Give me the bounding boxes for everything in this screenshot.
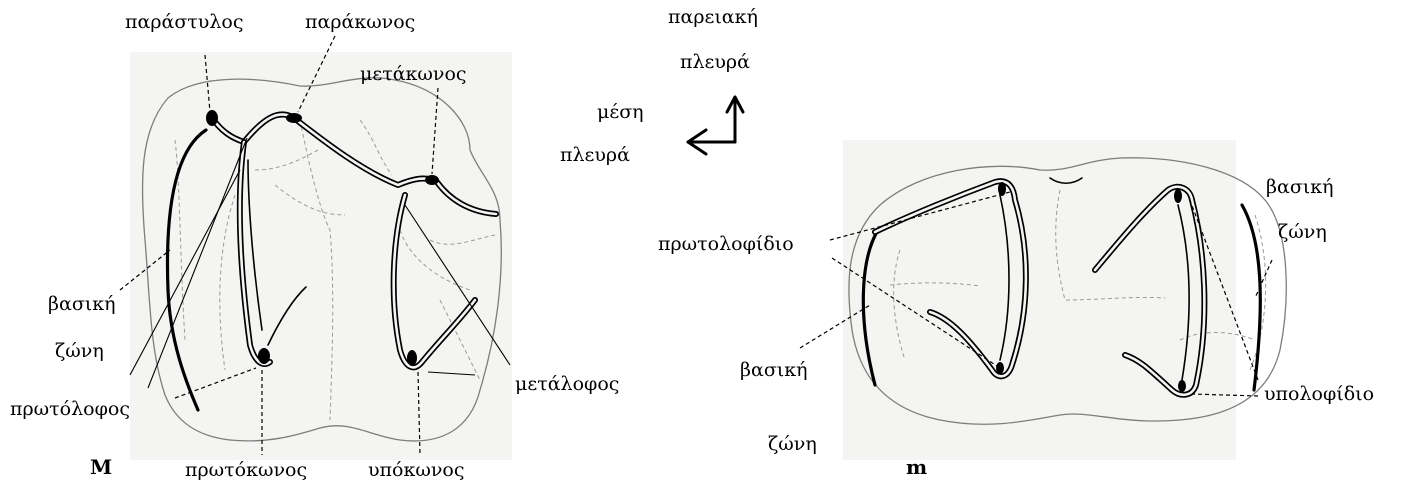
lower-cusp-1 bbox=[998, 182, 1006, 196]
upper-cingulum-line bbox=[165, 128, 208, 412]
label-protolophid: πρωτολοφίδιο bbox=[658, 233, 794, 255]
label-lower-cingulum-left-1: βασική bbox=[740, 359, 808, 381]
label-parastyle: παράστυλος bbox=[125, 11, 243, 33]
label-hypolophid: υπολοφίδιο bbox=[1264, 383, 1374, 405]
protoloph-leader-2 bbox=[147, 137, 248, 389]
parastyle-leader bbox=[204, 54, 211, 113]
upper-crista bbox=[267, 286, 307, 346]
label-mesial-1: μέση bbox=[597, 101, 644, 123]
metaloph-leader-1 bbox=[404, 204, 511, 366]
direction-arrows-icon bbox=[686, 95, 745, 156]
protolophid-leader-1 bbox=[829, 191, 1011, 241]
label-buccal-2: πλευρά bbox=[680, 51, 750, 73]
lower-cusp-3 bbox=[1174, 189, 1182, 203]
upper-molar-tag: M bbox=[90, 455, 112, 479]
parastyle-cusp bbox=[206, 110, 218, 126]
label-paracone: παράκωνος bbox=[305, 11, 415, 33]
label-mesial-2: πλευρά bbox=[560, 144, 630, 166]
label-hypocone: υπόκωνος bbox=[368, 459, 464, 481]
paracone-leader bbox=[297, 35, 336, 113]
protocone-leader-1 bbox=[174, 367, 257, 399]
label-metacone: μετάκωνος bbox=[360, 63, 467, 85]
lower-molar-tag: m bbox=[906, 455, 927, 479]
metaloph-leader-2 bbox=[427, 371, 476, 376]
lower-notch bbox=[1049, 177, 1083, 185]
lower-cusp-4 bbox=[1178, 380, 1186, 392]
protocone-cusp bbox=[258, 348, 270, 364]
metacone-leader bbox=[431, 87, 439, 175]
label-metaloph: μετάλοφος bbox=[515, 373, 619, 395]
label-lower-cingulum-left-2: ζώνη bbox=[768, 433, 817, 455]
lower-molar-figure: βασική ζώνη πρωτολοφίδιο βασική ζώνη υπο… bbox=[658, 140, 1374, 479]
orientation-indicator: παρειακή πλευρά μέση πλευρά bbox=[560, 6, 758, 166]
label-buccal-1: παρειακή bbox=[668, 6, 758, 28]
upper-cingulum-leader bbox=[119, 249, 171, 291]
protoloph-leader-1 bbox=[129, 169, 241, 376]
protolophid-leader-2 bbox=[831, 257, 1001, 369]
hypocone-cusp bbox=[407, 350, 417, 366]
metacone-cusp bbox=[425, 175, 439, 185]
label-cingulum-2: ζώνη bbox=[55, 340, 104, 362]
paracone-cusp bbox=[286, 113, 302, 123]
lower-cingulum-left bbox=[861, 228, 880, 387]
lower-groove-lines bbox=[889, 189, 1267, 371]
upper-molar-figure: παράστυλος παράκωνος μετάκωνος βασική ζώ… bbox=[10, 11, 619, 481]
label-cingulum-1: βασική bbox=[48, 293, 116, 315]
lower-cusp-2 bbox=[996, 362, 1004, 374]
label-protoloph: πρωτόλοφος bbox=[10, 398, 130, 420]
upper-groove-lines bbox=[174, 119, 496, 421]
upper-crown-outline bbox=[141, 77, 502, 442]
label-lower-cingulum-right-1: βασική bbox=[1266, 176, 1334, 198]
lower-molar-panel bbox=[843, 140, 1236, 460]
label-lower-cingulum-right-2: ζώνη bbox=[1278, 221, 1327, 243]
lower-crown-outline bbox=[848, 157, 1287, 425]
label-protocone: πρωτόκωνος bbox=[185, 459, 307, 481]
hypolophid-leader-1 bbox=[1187, 194, 1259, 381]
lower-cingulum-right bbox=[1240, 203, 1262, 392]
